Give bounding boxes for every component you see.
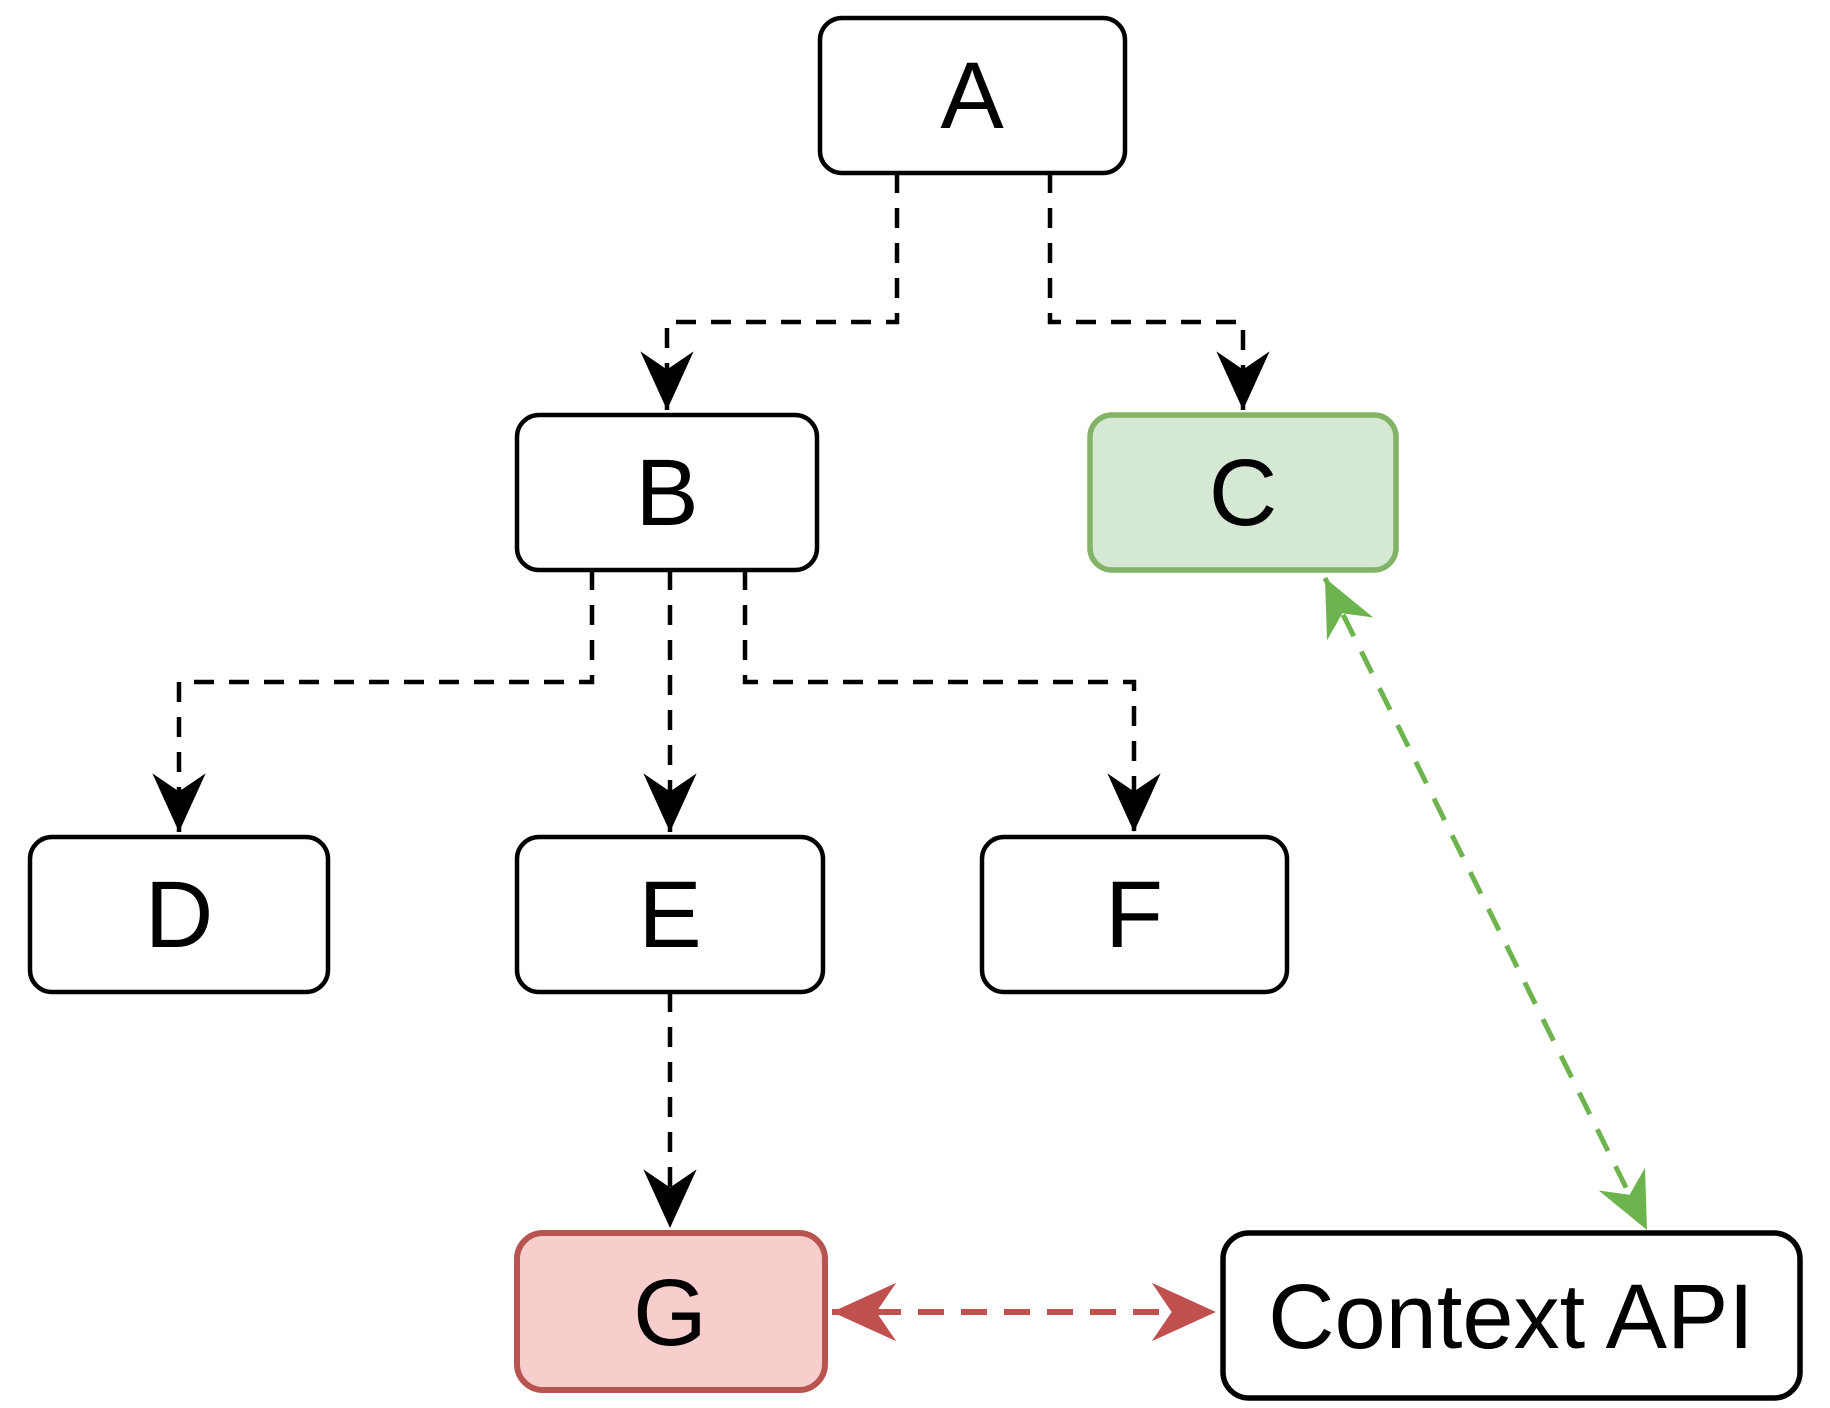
node-g-label: G [633,1260,707,1366]
edge-a-to-c [1047,173,1270,410]
edge-b-to-f [742,570,1161,832]
node-e-box [514,834,826,995]
node-d-box [27,834,331,995]
node-g-box [514,1230,828,1393]
node-context-api-label: Context API [1268,1266,1754,1368]
node-e-label: E [638,862,701,968]
edges-layer [152,173,1650,1342]
node-f: F [979,834,1290,995]
node-g: G [514,1230,828,1393]
node-c-label: C [1209,440,1278,546]
node-c-box [1087,412,1399,573]
node-a: A [817,15,1128,176]
node-b: B [514,412,820,573]
node-c: C [1087,412,1399,573]
node-f-label: F [1105,862,1163,968]
edge-c-to-context-api [1322,576,1650,1232]
node-d: D [27,834,331,995]
node-context-api-box [1220,1230,1803,1401]
edge-a-to-b [640,173,900,410]
node-b-label: B [635,440,698,546]
node-a-box [817,15,1128,176]
node-a-label: A [940,43,1004,149]
node-f-box [979,834,1290,995]
node-e: E [514,834,826,995]
nodes-layer: A B C D E F G Context API [27,15,1803,1401]
node-d-label: D [145,862,214,968]
node-context-api: Context API [1220,1230,1803,1401]
node-b-box [514,412,820,573]
edge-b-to-d [152,570,595,832]
